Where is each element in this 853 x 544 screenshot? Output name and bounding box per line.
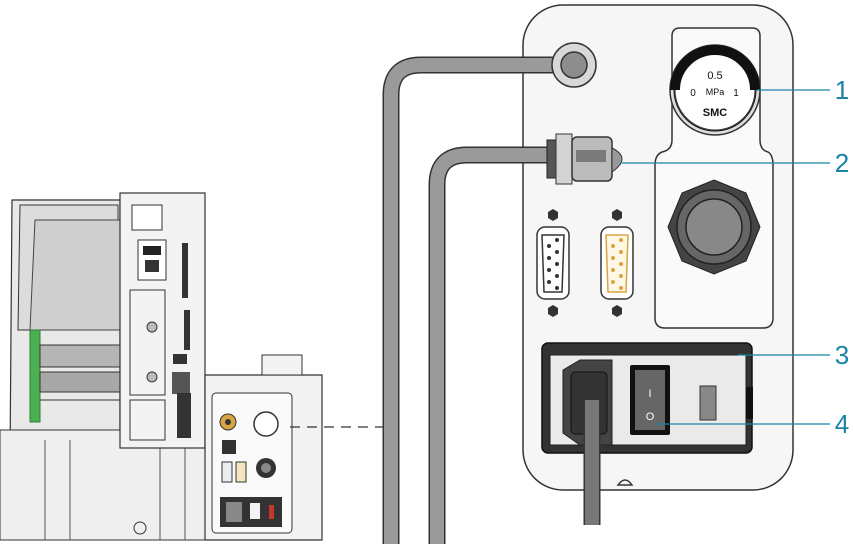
switch-off-symbol: O <box>646 411 655 423</box>
cable-gland <box>668 180 760 274</box>
callout-4-label: 4 <box>835 409 849 439</box>
valve-connector <box>547 134 622 184</box>
gauge-brand-label: SMC <box>703 107 728 119</box>
callout-2-label: 2 <box>835 148 849 178</box>
switch-on-symbol: I <box>648 388 651 400</box>
gauge-max-label: 1 <box>733 88 739 99</box>
callout-1-label: 1 <box>835 75 849 105</box>
callout-3-label: 3 <box>835 340 849 370</box>
pressure-gauge: 0.5 0 MPa 1 SMC <box>670 45 760 135</box>
gauge-unit-label: MPa <box>706 87 725 97</box>
zoomed-connection-panel: 0.5 0 MPa 1 SMC I O <box>391 5 793 544</box>
printer-overview <box>0 193 322 540</box>
gauge-min-label: 0 <box>690 88 696 99</box>
gauge-top-value: 0.5 <box>707 70 722 82</box>
